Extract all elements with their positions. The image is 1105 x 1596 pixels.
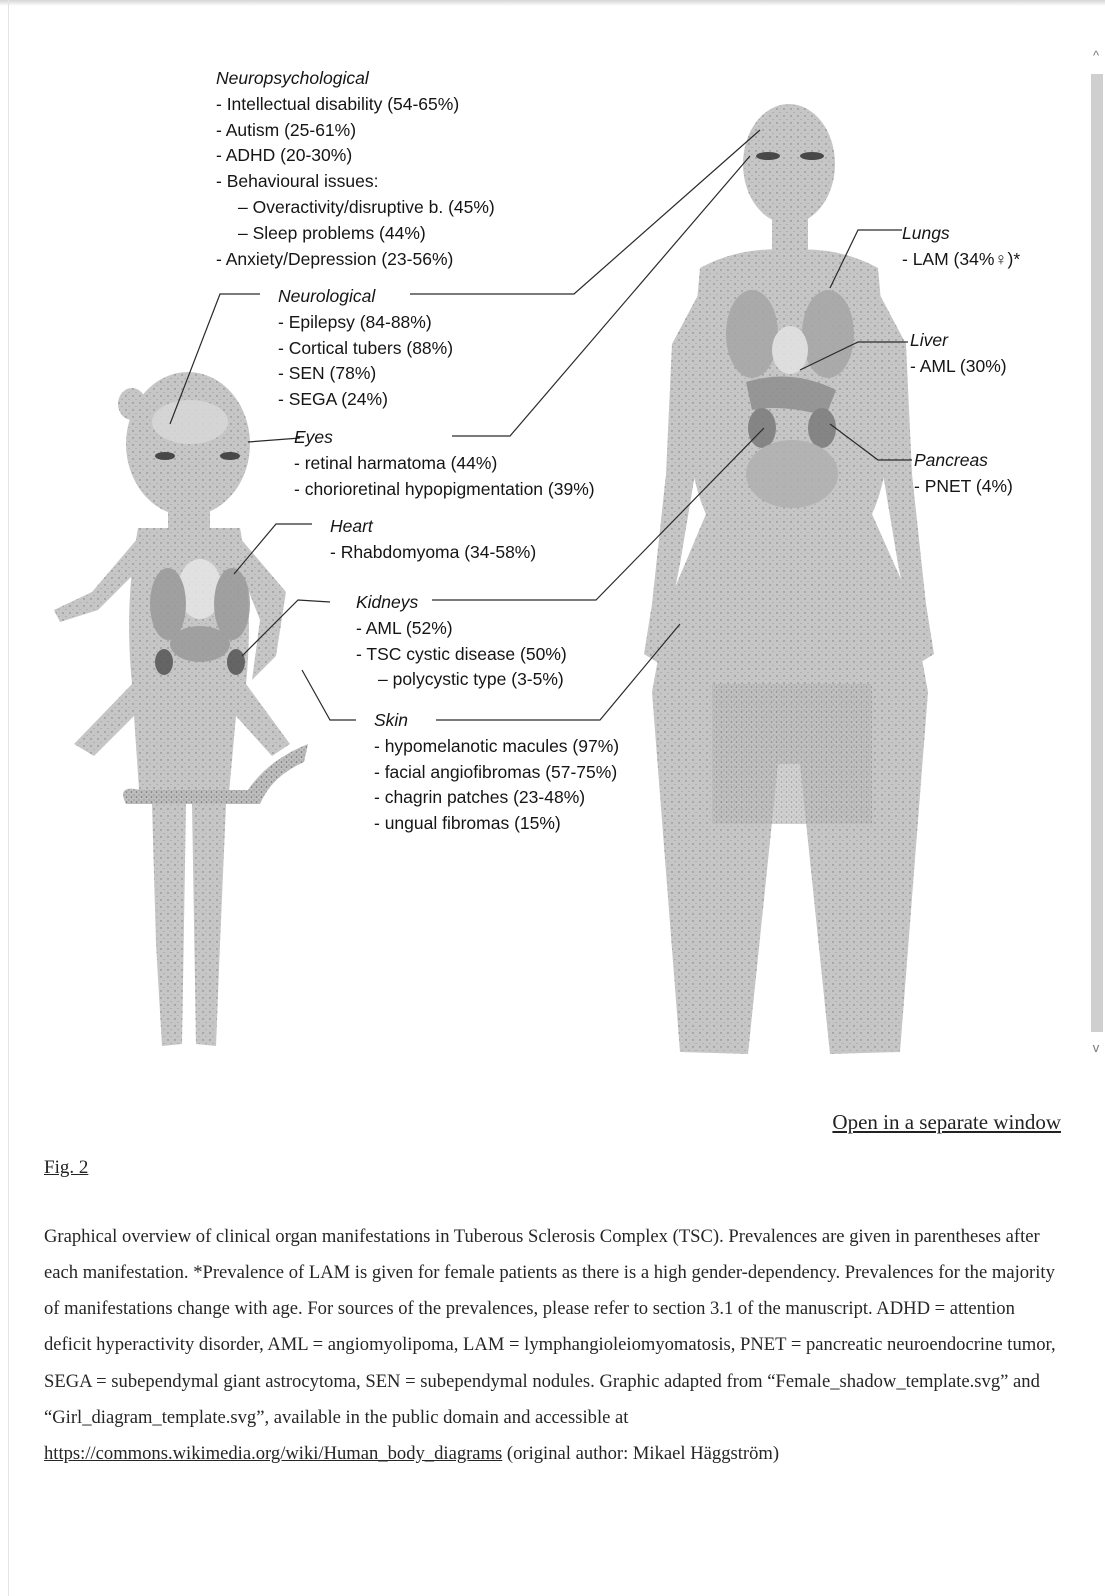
lungs-label: Lungs - LAM (34%♀)* <box>902 221 1020 273</box>
scroll-up-icon[interactable]: ^ <box>1087 44 1105 68</box>
scan-margin <box>8 0 9 1596</box>
neuro-item: - Cortical tubers (88%) <box>278 336 453 362</box>
neuro-label: Neurological - Epilepsy (84-88%) - Corti… <box>278 284 453 413</box>
scan-edge <box>0 0 1105 6</box>
heart-item: - Rhabdomyoma (34-58%) <box>330 540 536 566</box>
lungs-title: Lungs <box>902 221 1020 247</box>
neuropsych-title: Neuropsychological <box>216 66 495 92</box>
eyes-title: Eyes <box>294 425 595 451</box>
kidneys-subitem: – polycystic type (3-5%) <box>356 667 567 693</box>
figure-caption: Graphical overview of clinical organ man… <box>44 1219 1064 1473</box>
heart-label: Heart - Rhabdomyoma (34-58%) <box>330 514 536 566</box>
neuropsych-item: - Anxiety/Depression (23-56%) <box>216 247 495 273</box>
kidneys-title: Kidneys <box>356 590 567 616</box>
kidneys-item: - AML (52%) <box>356 616 567 642</box>
open-in-separate-window-link[interactable]: Open in a separate window <box>832 1110 1061 1135</box>
skin-item: - hypomelanotic macules (97%) <box>374 734 619 760</box>
eyes-label: Eyes - retinal harmatoma (44%) - chorior… <box>294 425 595 502</box>
eyes-item: - retinal harmatoma (44%) <box>294 451 595 477</box>
figure-panel: Neuropsychological - Intellectual disabi… <box>40 44 1080 1064</box>
scroll-down-icon[interactable]: v <box>1087 1036 1105 1060</box>
skin-item: - chagrin patches (23-48%) <box>374 785 619 811</box>
kidneys-item: - TSC cystic disease (50%) <box>356 642 567 668</box>
eyes-item: - chorioretinal hypopigmentation (39%) <box>294 477 595 503</box>
pancreas-item: - PNET (4%) <box>914 474 1013 500</box>
skin-item: - facial angiofibromas (57-75%) <box>374 760 619 786</box>
skin-label: Skin - hypomelanotic macules (97%) - fac… <box>374 708 619 837</box>
heart-title: Heart <box>330 514 536 540</box>
neuropsych-item: - Behavioural issues: <box>216 169 495 195</box>
neuropsych-label: Neuropsychological - Intellectual disabi… <box>216 66 495 272</box>
liver-label: Liver - AML (30%) <box>910 328 1007 380</box>
neuropsych-item: - ADHD (20-30%) <box>216 143 495 169</box>
neuropsych-item: - Autism (25-61%) <box>216 118 495 144</box>
figure-scrollbar[interactable]: ^ v <box>1087 44 1105 1060</box>
neuropsych-subitem: – Sleep problems (44%) <box>216 221 495 247</box>
skin-item: - ungual fibromas (15%) <box>374 811 619 837</box>
woman-silhouette <box>644 104 934 1054</box>
neuro-item: - SEGA (24%) <box>278 387 453 413</box>
liver-item: - AML (30%) <box>910 354 1007 380</box>
neuro-item: - Epilepsy (84-88%) <box>278 310 453 336</box>
pancreas-title: Pancreas <box>914 448 1013 474</box>
lungs-item: - LAM (34%♀)* <box>902 247 1020 273</box>
body-diagram <box>40 44 1080 1064</box>
neuropsych-subitem: – Overactivity/disruptive b. (45%) <box>216 195 495 221</box>
wikimedia-link[interactable]: https://commons.wikimedia.org/wiki/Human… <box>44 1443 502 1464</box>
kidneys-label: Kidneys - AML (52%) - TSC cystic disease… <box>356 590 567 693</box>
caption-text-end: (original author: Mikael Häggström) <box>502 1443 779 1464</box>
girl-silhouette <box>54 372 308 1046</box>
neuropsych-item: - Intellectual disability (54-65%) <box>216 92 495 118</box>
scrollbar-thumb[interactable] <box>1091 74 1103 1032</box>
neuro-title: Neurological <box>278 284 453 310</box>
figure-label-link[interactable]: Fig. 2 <box>44 1157 88 1179</box>
skin-title: Skin <box>374 708 619 734</box>
caption-text: Graphical overview of clinical organ man… <box>44 1226 1056 1428</box>
liver-title: Liver <box>910 328 1007 354</box>
neuro-item: - SEN (78%) <box>278 361 453 387</box>
pancreas-label: Pancreas - PNET (4%) <box>914 448 1013 500</box>
